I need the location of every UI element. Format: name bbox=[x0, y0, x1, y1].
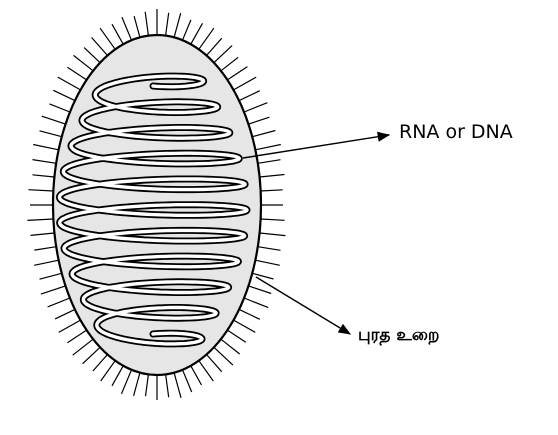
spike bbox=[41, 286, 66, 294]
spike bbox=[33, 160, 57, 164]
spike bbox=[191, 366, 202, 385]
spike bbox=[214, 347, 233, 365]
spike bbox=[112, 366, 123, 386]
spike bbox=[227, 330, 245, 342]
spike bbox=[134, 373, 140, 396]
spike bbox=[252, 131, 275, 137]
nucleic-acid-label: RNA or DNA bbox=[399, 120, 513, 144]
spike bbox=[122, 370, 132, 394]
spike bbox=[48, 298, 70, 307]
spike bbox=[134, 16, 140, 37]
spike bbox=[40, 131, 62, 137]
spike bbox=[255, 145, 280, 150]
spike bbox=[199, 361, 214, 381]
spike bbox=[100, 28, 115, 49]
spike bbox=[258, 247, 281, 251]
spike bbox=[55, 309, 75, 319]
spike bbox=[33, 145, 58, 150]
spike bbox=[199, 28, 214, 49]
spike bbox=[67, 67, 86, 80]
spike bbox=[252, 273, 273, 279]
spike bbox=[239, 91, 260, 101]
spike bbox=[84, 48, 100, 63]
spike bbox=[244, 298, 268, 308]
spike bbox=[261, 219, 285, 220]
spike bbox=[83, 347, 101, 363]
spike bbox=[145, 12, 148, 36]
spike bbox=[234, 320, 256, 332]
spike bbox=[244, 103, 267, 112]
protein-coat-label: புரத உறை bbox=[358, 323, 440, 347]
spike bbox=[31, 233, 55, 235]
spike bbox=[183, 370, 192, 392]
spike bbox=[27, 219, 53, 220]
spike bbox=[221, 339, 240, 354]
spike bbox=[207, 38, 222, 55]
spike bbox=[166, 374, 169, 397]
spike bbox=[174, 13, 181, 37]
spike bbox=[93, 355, 108, 372]
spike bbox=[92, 38, 108, 56]
spike bbox=[53, 90, 75, 100]
spike bbox=[239, 309, 260, 319]
spike bbox=[122, 17, 132, 40]
spike bbox=[174, 373, 181, 398]
spike bbox=[234, 77, 257, 90]
spike bbox=[112, 24, 123, 44]
spike bbox=[255, 260, 279, 265]
spike bbox=[33, 175, 55, 177]
spike bbox=[258, 160, 281, 164]
spike bbox=[50, 104, 70, 112]
protein-coat-pointer-arrow bbox=[256, 277, 350, 334]
spike bbox=[73, 339, 93, 355]
spike bbox=[183, 20, 191, 40]
spike bbox=[28, 190, 53, 191]
spike bbox=[249, 286, 272, 294]
spike bbox=[166, 13, 169, 36]
spike bbox=[42, 116, 66, 124]
spike bbox=[146, 374, 149, 396]
spike bbox=[227, 67, 247, 80]
spike bbox=[74, 55, 94, 70]
spike bbox=[40, 273, 62, 279]
spike bbox=[59, 320, 81, 332]
spike bbox=[34, 247, 56, 250]
spike bbox=[58, 77, 81, 90]
spike bbox=[260, 175, 285, 178]
spike bbox=[67, 330, 86, 343]
spike bbox=[261, 190, 283, 191]
spike bbox=[34, 260, 58, 265]
nucleic-acid-pointer-arrow bbox=[243, 135, 389, 158]
spike bbox=[249, 117, 270, 124]
spike bbox=[214, 46, 232, 63]
spike bbox=[260, 233, 286, 236]
spike bbox=[221, 57, 238, 71]
spike bbox=[101, 361, 116, 381]
spike bbox=[191, 23, 203, 44]
spike bbox=[207, 355, 222, 372]
